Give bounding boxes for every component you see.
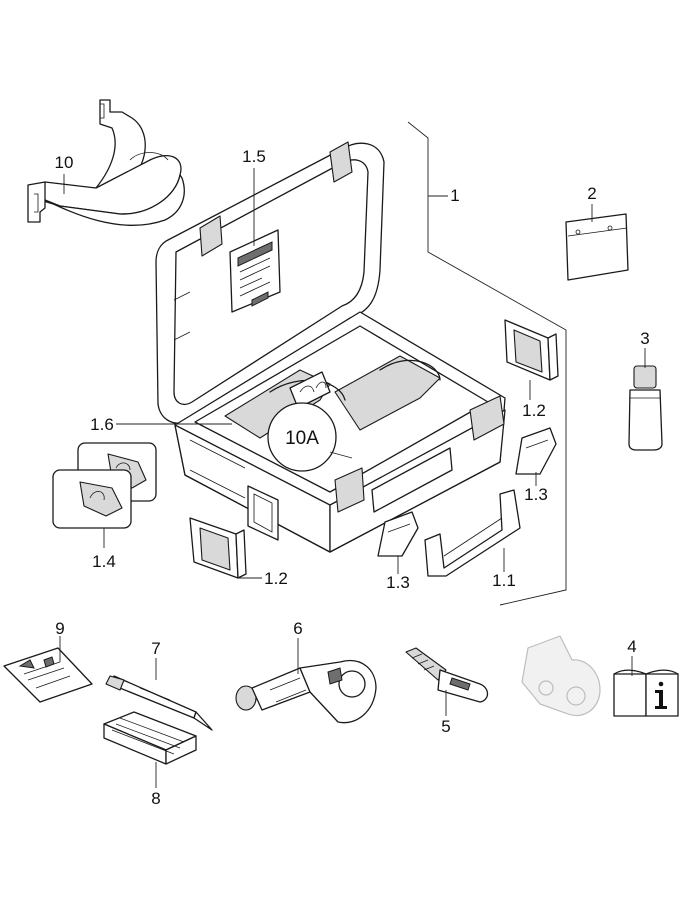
label-item-10: 10 <box>55 153 74 172</box>
latch-1-3-right <box>515 427 557 475</box>
marker-pen-7 <box>105 675 213 731</box>
box-8 <box>103 711 197 765</box>
press-jaw-inserts-1-4 <box>52 442 157 529</box>
deburring-tool-5 <box>405 647 489 703</box>
label-item-1-3-right: 1.3 <box>524 485 548 504</box>
leader-lines <box>59 121 646 788</box>
label-item-5: 5 <box>441 717 450 736</box>
handle-1-1 <box>424 489 521 577</box>
strap-insert-10 <box>27 99 185 226</box>
label-item-1-2-lower: 1.2 <box>264 569 288 588</box>
label-item-4: 4 <box>627 637 636 656</box>
label-tag-2 <box>565 213 629 281</box>
info-manual-icon <box>613 669 679 717</box>
label-item-9: 9 <box>55 619 64 638</box>
label-item-1-3-bottom: 1.3 <box>386 573 410 592</box>
label-item-7: 7 <box>151 639 160 658</box>
label-item-2: 2 <box>587 184 596 203</box>
warning-sheet-9 <box>3 647 93 703</box>
label-holder-1-2-upper <box>504 319 559 381</box>
label-holder-1-2-lower <box>189 517 247 579</box>
label-item-8: 8 <box>151 789 160 808</box>
latch-1-3-bottom <box>377 511 419 557</box>
oil-bottle-3 <box>628 365 663 451</box>
label-item-1-6: 1.6 <box>90 415 114 434</box>
label-item-1-4: 1.4 <box>92 552 116 571</box>
label-item-6: 6 <box>293 619 302 638</box>
case-base <box>174 311 506 553</box>
callout-10a-text: 10A <box>285 428 319 449</box>
label-item-1-5: 1.5 <box>242 147 266 166</box>
press-jaw-faded <box>521 635 601 717</box>
label-item-3: 3 <box>640 329 649 348</box>
part-labels: 10 1.5 1 2 3 1.2 1.6 1.3 1.4 1.2 1.3 1.1… <box>55 147 650 808</box>
label-item-1: 1 <box>450 186 459 205</box>
label-item-1-1: 1.1 <box>492 571 516 590</box>
callout-10a: 10A <box>267 402 337 472</box>
label-item-1-2-upper: 1.2 <box>522 401 546 420</box>
pipe-cutter-6 <box>235 660 377 724</box>
case-lid <box>155 141 385 424</box>
